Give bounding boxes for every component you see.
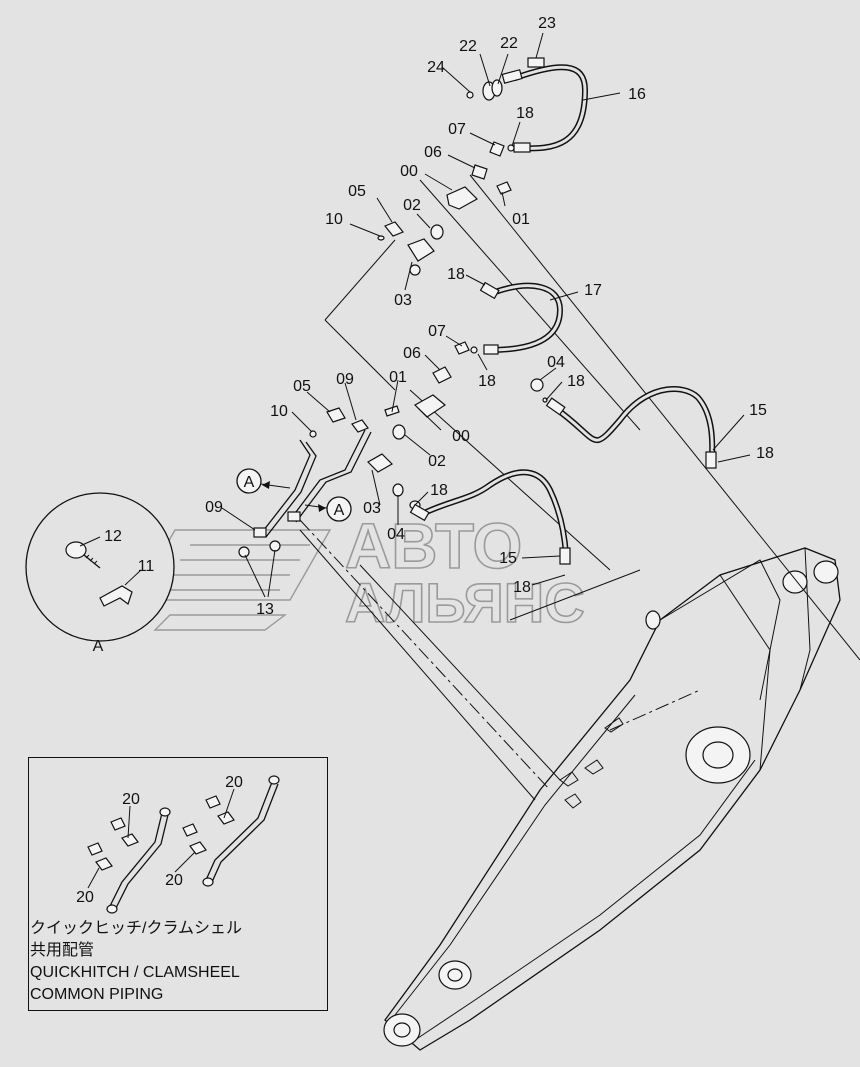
cylinder-pin-boss-left: [782, 570, 808, 594]
label-part-16: 16: [628, 86, 646, 103]
label-part-07-b: 07: [428, 323, 446, 340]
label-part-07-a: 07: [448, 121, 466, 138]
hose-15-lower: [409, 469, 571, 565]
block-03-upper: [407, 238, 435, 262]
leader-lines: [79, 32, 751, 598]
view-marker-a1-label: A: [244, 474, 255, 491]
label-part-24: 24: [427, 59, 445, 76]
label-part-15-b: 15: [499, 550, 517, 567]
common-piping-inset-frame: [28, 757, 328, 1011]
label-part-13: 13: [256, 601, 274, 618]
view-marker-a2-label: A: [334, 502, 345, 519]
label-part-15-a: 15: [749, 402, 767, 419]
assembly-guide-lines: [299, 174, 860, 801]
label-part-09-b: 09: [205, 499, 223, 516]
hose-15-upper: [545, 386, 717, 469]
label-part-06-a: 06: [424, 144, 442, 161]
label-part-18-g: 18: [513, 579, 531, 596]
label-part-03-a: 03: [394, 292, 412, 309]
inset-drawing: 20 20 20 20: [76, 774, 280, 914]
hose-16: [501, 57, 589, 153]
label-part-22-b: 22: [500, 35, 518, 52]
inset-caption-line-en1: QUICKHITCH / CLAMSHEEL: [30, 964, 240, 981]
clamp-11: [99, 585, 133, 607]
label-part-18-c: 18: [478, 373, 496, 390]
label-part-09-a: 09: [336, 371, 354, 388]
inset-caption-line-en2: COMMON PIPING: [30, 986, 164, 1003]
part-number-labels: 23 22 22 24 16 18 07 06 00 01 05 02 10 0…: [104, 15, 774, 618]
label-part-20-a: 20: [225, 774, 243, 791]
label-part-10-b: 10: [270, 403, 288, 420]
label-part-01-a: 01: [512, 211, 530, 228]
label-part-04-b: 04: [387, 526, 405, 543]
watermark-text-line1: АВТО: [345, 510, 522, 582]
label-part-18-b: 18: [447, 266, 465, 283]
detail-a-label: A: [93, 638, 104, 655]
label-part-18-f: 18: [430, 482, 448, 499]
inset-caption-line-jp2: 共用配管: [30, 942, 95, 959]
label-part-11: 11: [138, 558, 155, 575]
label-part-17: 17: [584, 282, 602, 299]
boom-arm: [383, 547, 841, 1051]
inset-caption-line-jp1: クイックヒッチ/クラムシェル: [30, 920, 242, 937]
label-part-02-b: 02: [428, 453, 446, 470]
label-part-10-a: 10: [325, 211, 343, 228]
label-part-06-b: 06: [403, 345, 421, 362]
upper-fittings: [377, 79, 515, 276]
label-part-23: 23: [538, 15, 556, 32]
label-part-00-b: 00: [452, 428, 470, 445]
middle-fittings: [309, 341, 548, 510]
watermark: АВТО АЛЬЯНС: [133, 509, 585, 635]
label-part-00-a: 00: [400, 163, 418, 180]
block-00-upper: [446, 186, 478, 210]
hose-17: [479, 281, 564, 355]
inset-caption: クイックヒッチ/クラムシェル 共用配管 QUICKHITCH / CLAMSHE…: [30, 918, 320, 1006]
label-part-12: 12: [104, 528, 122, 545]
view-marker-a1: A: [236, 468, 291, 494]
label-part-20-c: 20: [165, 872, 183, 889]
label-part-03-b: 03: [363, 500, 381, 517]
label-part-05-b: 05: [293, 378, 311, 395]
label-part-20-d: 20: [76, 889, 94, 906]
block-03-lower: [367, 453, 393, 473]
label-part-02-a: 02: [403, 197, 421, 214]
view-marker-a2: A: [304, 496, 352, 522]
label-part-01-b: 01: [389, 369, 407, 386]
label-part-20-b: 20: [122, 791, 140, 808]
label-part-18-e: 18: [756, 445, 774, 462]
label-part-18-a: 18: [516, 105, 534, 122]
label-part-05-a: 05: [348, 183, 366, 200]
label-part-18-d: 18: [567, 373, 585, 390]
label-part-04-a: 04: [547, 354, 565, 371]
cylinder-pin-boss-right: [813, 560, 839, 584]
label-part-22-a: 22: [459, 38, 477, 55]
